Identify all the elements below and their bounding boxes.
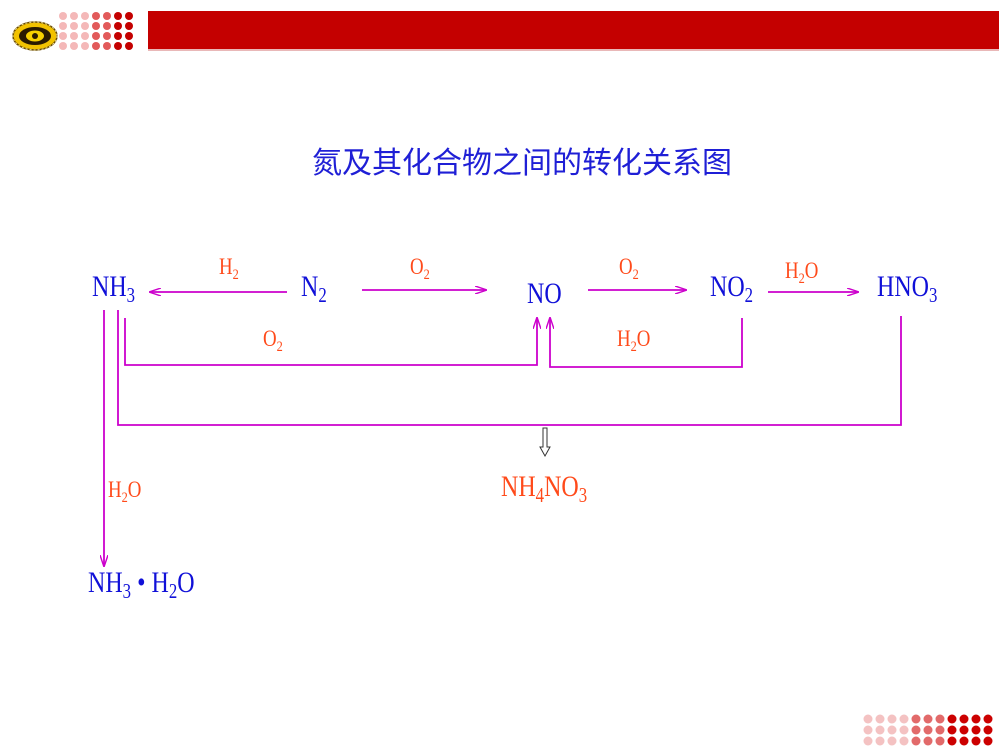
reagent-h2o-no2-hno3: H2O xyxy=(785,258,819,287)
arrow-nh3-to-no xyxy=(124,318,537,366)
reagent-h2: H2 xyxy=(219,254,239,283)
page-title: 氮及其化合物之间的转化关系图 xyxy=(312,146,732,181)
species-nh4no3: NH4NO3 xyxy=(501,470,588,507)
species-n2: N2 xyxy=(301,270,327,307)
dot-grid-decoration-bottom xyxy=(863,714,993,746)
down-arrow-to-nh4no3 xyxy=(539,427,551,458)
species-no2: NO2 xyxy=(710,270,754,307)
dot-grid-decoration xyxy=(59,12,133,50)
species-nh3: NH3 xyxy=(92,270,136,307)
reagent-h2o-no2-no: H2O xyxy=(617,326,651,355)
reagent-h2o-nh3-hydrate: H2O xyxy=(108,477,142,506)
reagent-o2-n2-no: O2 xyxy=(410,254,430,283)
connector-nh3-hno3 xyxy=(117,310,902,426)
species-hno3: HNO3 xyxy=(877,270,938,307)
reagent-o2-nh3-no: O2 xyxy=(263,326,283,355)
banner-underline xyxy=(148,49,999,51)
banner-bar xyxy=(148,11,999,49)
arrow-no2-to-no xyxy=(550,318,743,368)
header-banner xyxy=(12,11,999,51)
school-seal-icon xyxy=(12,21,58,51)
species-no: NO xyxy=(527,277,562,310)
reagent-o2-no-no2: O2 xyxy=(619,254,639,283)
species-nh3-h2o: NH3 • H2O xyxy=(88,566,195,603)
